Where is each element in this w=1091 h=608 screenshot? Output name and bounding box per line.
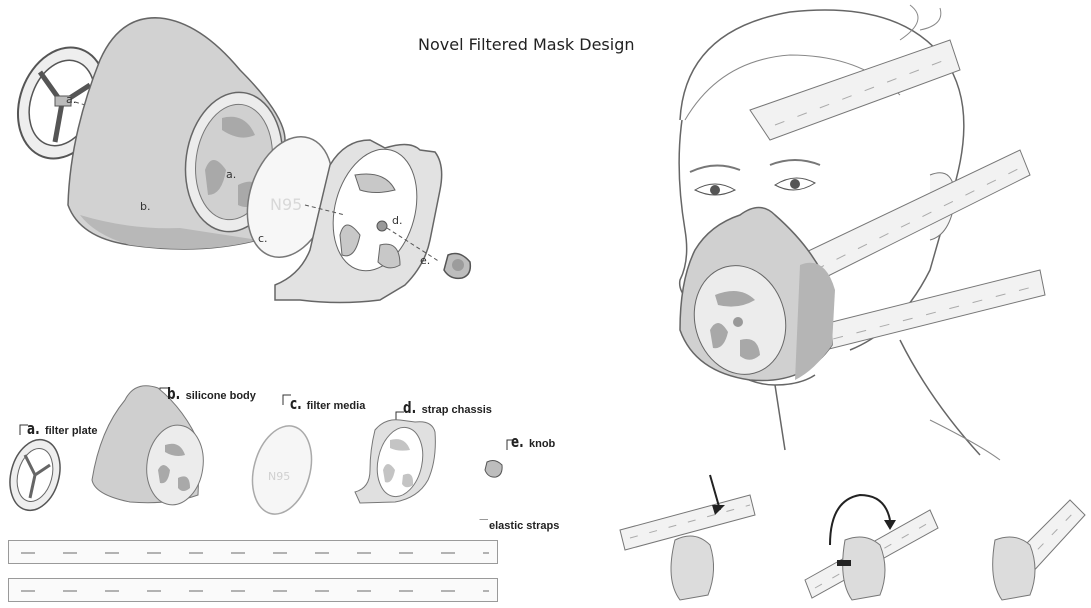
tag-a-body: a.	[226, 168, 236, 181]
label-knob: e. knob	[511, 434, 555, 450]
strap-attach-steps	[600, 470, 1091, 606]
tag-e: e.	[420, 254, 430, 267]
step-2	[805, 495, 938, 600]
tag-a-plate: a.	[66, 93, 76, 106]
label-silicone-body-letter: b.	[167, 386, 180, 402]
label-filter-plate-text: filter plate	[45, 425, 98, 437]
tag-c: c.	[258, 232, 268, 245]
step-3	[993, 500, 1085, 600]
label-filter-media-letter: c.	[290, 396, 302, 412]
filter-print-text: N95	[270, 195, 302, 214]
exploded-view: N95	[0, 0, 520, 330]
label-filter-plate: a. filter plate	[27, 421, 98, 437]
label-elastic-straps: elastic straps	[489, 521, 559, 532]
label-filter-media-text: filter media	[307, 400, 366, 412]
part-filter-plate	[3, 425, 68, 516]
step-1	[620, 475, 755, 600]
label-knob-letter: e.	[511, 434, 524, 450]
elastic-strap-2	[8, 578, 498, 602]
strap-1-dashes	[9, 541, 499, 565]
strap-2-dashes	[9, 579, 499, 603]
part-silicone-body	[92, 386, 208, 509]
parts-illustrations: N95	[0, 370, 520, 520]
label-knob-text: knob	[529, 438, 555, 450]
label-filter-media: c. filter media	[290, 396, 365, 412]
part-filter-print-text: N95	[268, 470, 290, 483]
tag-b: b.	[140, 200, 150, 213]
label-strap-chassis-text: strap chassis	[422, 404, 492, 416]
worn-mask-illustration	[600, 0, 1091, 470]
elastic-strap-1	[8, 540, 498, 564]
label-filter-plate-letter: a.	[27, 421, 40, 437]
label-silicone-body-text: silicone body	[186, 390, 256, 402]
part-filter-media: N95	[243, 395, 320, 520]
label-strap-chassis-letter: d.	[403, 400, 416, 416]
part-knob	[485, 440, 513, 477]
label-strap-chassis: d. strap chassis	[403, 400, 492, 416]
part-strap-chassis	[355, 412, 435, 503]
label-silicone-body: b. silicone body	[167, 386, 256, 402]
exploded-knob	[444, 254, 470, 279]
tag-d: d.	[392, 214, 402, 227]
